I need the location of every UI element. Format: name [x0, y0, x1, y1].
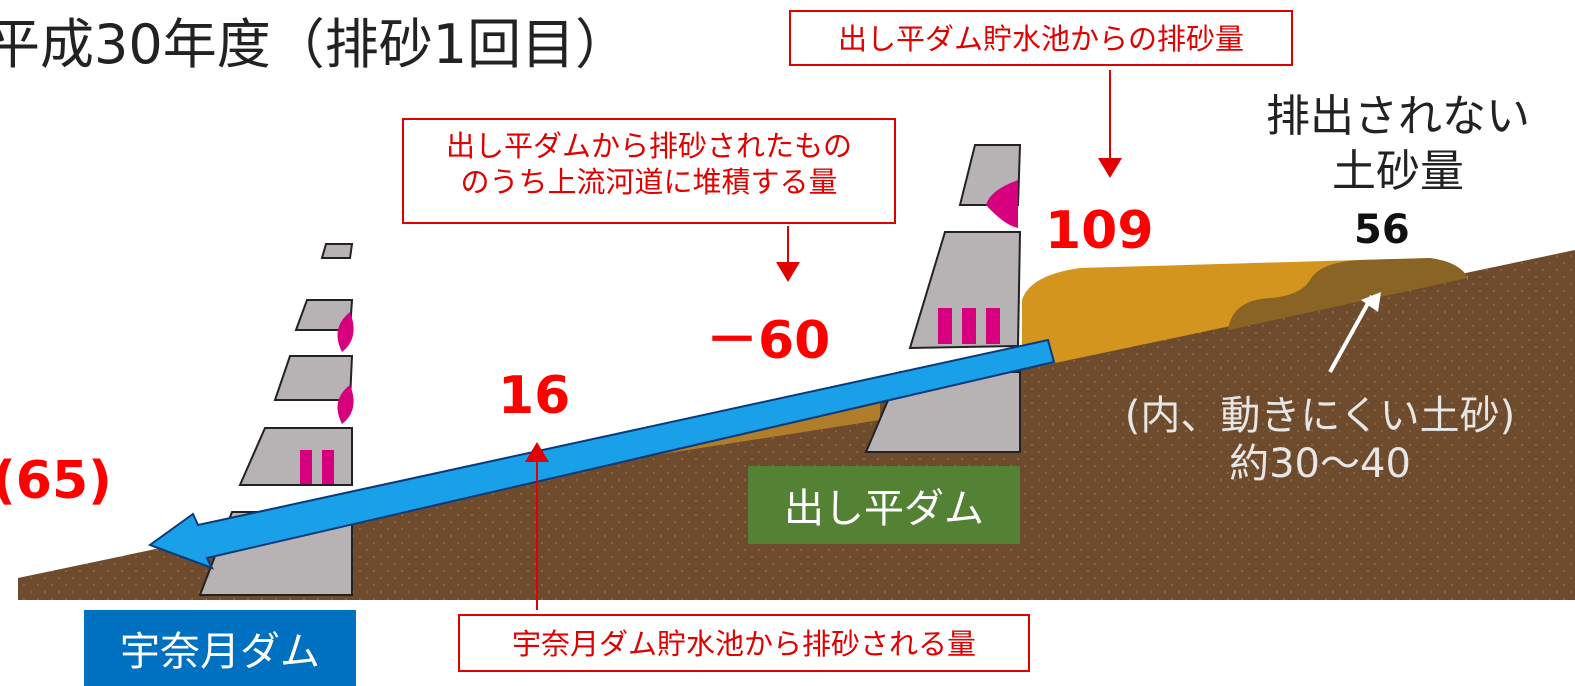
- sluice-gate-icon: [322, 450, 334, 484]
- sluice-gate-icon: [300, 450, 312, 484]
- dashidaira-dam-badge: 出し平ダム: [748, 466, 1020, 544]
- value-downstream-total: (65): [0, 451, 112, 511]
- crest-gate-icon: [337, 312, 354, 352]
- callout-upstream-deposit: 出し平ダムから排砂されたもの のうち上流河道に堆積する量: [402, 118, 896, 224]
- crest-gate-icon: [986, 180, 1018, 228]
- sluice-gate-icon: [962, 308, 976, 344]
- label-remaining-line1: 排出されない: [1266, 91, 1530, 142]
- value-upstream-deposit: －60: [706, 311, 831, 371]
- sluice-gate-icon: [986, 308, 1000, 344]
- label-hard-to-move-line2: 約30～40: [1229, 441, 1411, 487]
- label-hard-to-move: (内、動きにくい土砂) 約30～40: [1100, 392, 1540, 488]
- value-remaining: 56: [1354, 207, 1410, 253]
- callout-upstream-deposit-line2: のうち上流河道に堆積する量: [460, 165, 838, 200]
- page-title: 平成30年度（排砂1回目）: [0, 13, 630, 76]
- hard-to-move-sediment: [1228, 258, 1468, 330]
- value-unazuki-flush: 16: [498, 366, 571, 426]
- crest-gate-icon: [337, 385, 354, 424]
- callout-unazuki-flush: 宇奈月ダム貯水池から排砂される量: [458, 614, 1030, 672]
- unazuki-dam-badge: 宇奈月ダム: [84, 610, 356, 686]
- label-remaining: 排出されない 土砂量: [1248, 91, 1548, 197]
- label-hard-to-move-line1: (内、動きにくい土砂): [1124, 393, 1516, 439]
- label-remaining-line2: 土砂量: [1332, 145, 1464, 197]
- callout-dashidaira-reservoir: 出し平ダム貯水池からの排砂量: [789, 10, 1293, 66]
- callout-upstream-deposit-line1: 出し平ダムから排砂されたもの: [445, 129, 852, 163]
- flush-flow-arrow: [147, 338, 1056, 570]
- pointer-arrow-hard-to-move: [1328, 295, 1374, 373]
- value-dashidaira-flush: 109: [1045, 201, 1154, 261]
- sluice-gate-icon: [938, 308, 952, 344]
